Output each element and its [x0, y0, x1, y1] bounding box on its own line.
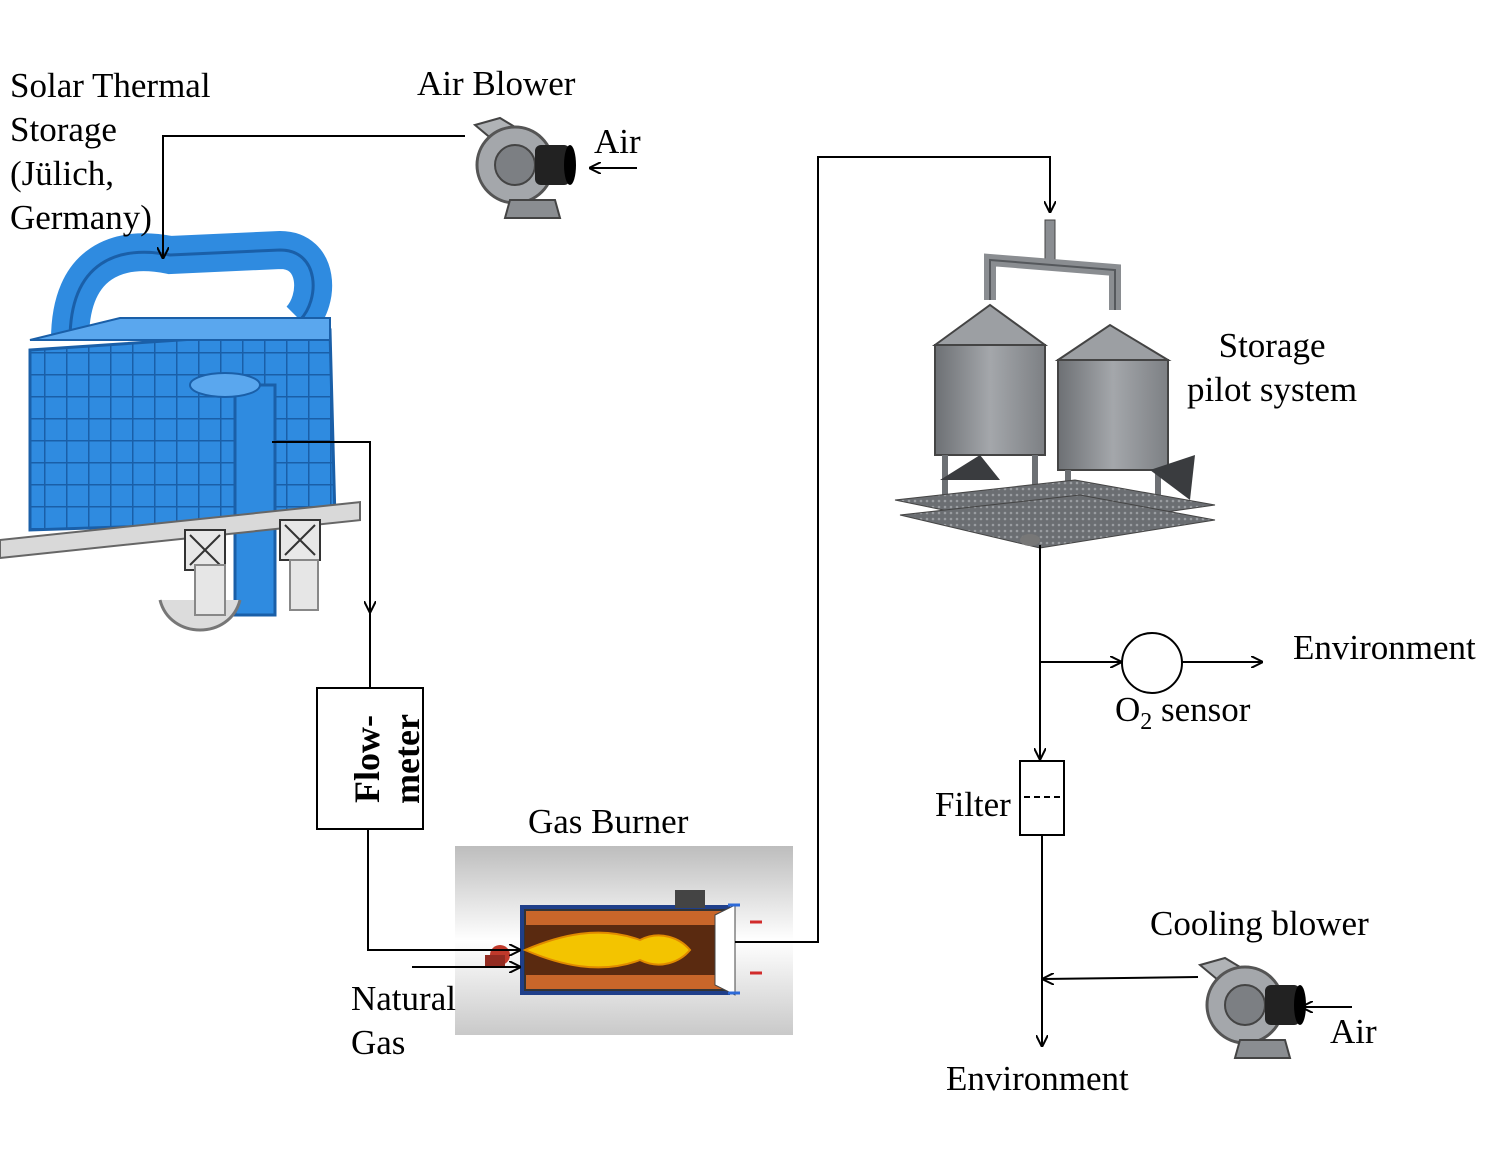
- cooling-blower-label: Cooling blower: [1150, 904, 1369, 943]
- environment-right-label: Environment: [1293, 628, 1476, 667]
- cooling-blower-machine: [1197, 956, 1306, 1059]
- solar-storage-label-line: Storage: [10, 110, 117, 149]
- air-blower-machine: [472, 116, 576, 219]
- storage-pilot-label-line: pilot system: [1187, 370, 1358, 409]
- solar-thermal-storage-unit: [0, 230, 361, 632]
- flowmeter-label-line: Flow-: [347, 715, 387, 803]
- air-top-label: Air: [594, 122, 641, 161]
- flowmeter-label: Flow- meter: [347, 681, 427, 837]
- o2-sensor-circle: [1121, 632, 1183, 694]
- o2-sensor-label: O2 sensor: [1115, 688, 1250, 744]
- storage-pilot-system-unit: [894, 219, 1216, 549]
- filter-label: Filter: [935, 785, 1011, 824]
- solar-storage-label-line: Solar Thermal: [10, 66, 211, 105]
- o2-sensor-suffix: sensor: [1152, 690, 1251, 729]
- flowmeter-label-line: meter: [387, 714, 427, 804]
- natural-gas-label-line: Gas: [351, 1023, 406, 1062]
- storage-pilot-label: Storage pilot system: [1187, 324, 1357, 412]
- natural-gas-label-line: Natural: [351, 979, 456, 1018]
- environment-bottom-label: Environment: [946, 1059, 1129, 1098]
- storage-pilot-label-line: Storage: [1218, 326, 1326, 365]
- o2-sensor-subscript: 2: [1140, 709, 1153, 735]
- line-burner-to-pilot: [735, 156, 1050, 943]
- gas-burner-unit: [455, 846, 793, 1035]
- line-storage-to-flowmeter: [272, 441, 370, 612]
- line-blower-to-storage: [163, 135, 465, 258]
- air-bottom-label: Air: [1330, 1012, 1377, 1051]
- solar-storage-label: Solar Thermal Storage (Jülich, Germany): [10, 64, 211, 240]
- o2-sensor-prefix: O: [1115, 690, 1141, 729]
- line-cooling-blower-to-main: [1043, 977, 1199, 979]
- solar-storage-label-line: (Jülich,: [10, 154, 115, 193]
- gas-burner-label: Gas Burner: [528, 802, 689, 841]
- natural-gas-label: Natural Gas: [351, 977, 456, 1065]
- solar-storage-label-line: Germany): [10, 198, 152, 237]
- line-flowmeter-to-burner: [367, 829, 520, 950]
- air-blower-label: Air Blower: [417, 64, 576, 103]
